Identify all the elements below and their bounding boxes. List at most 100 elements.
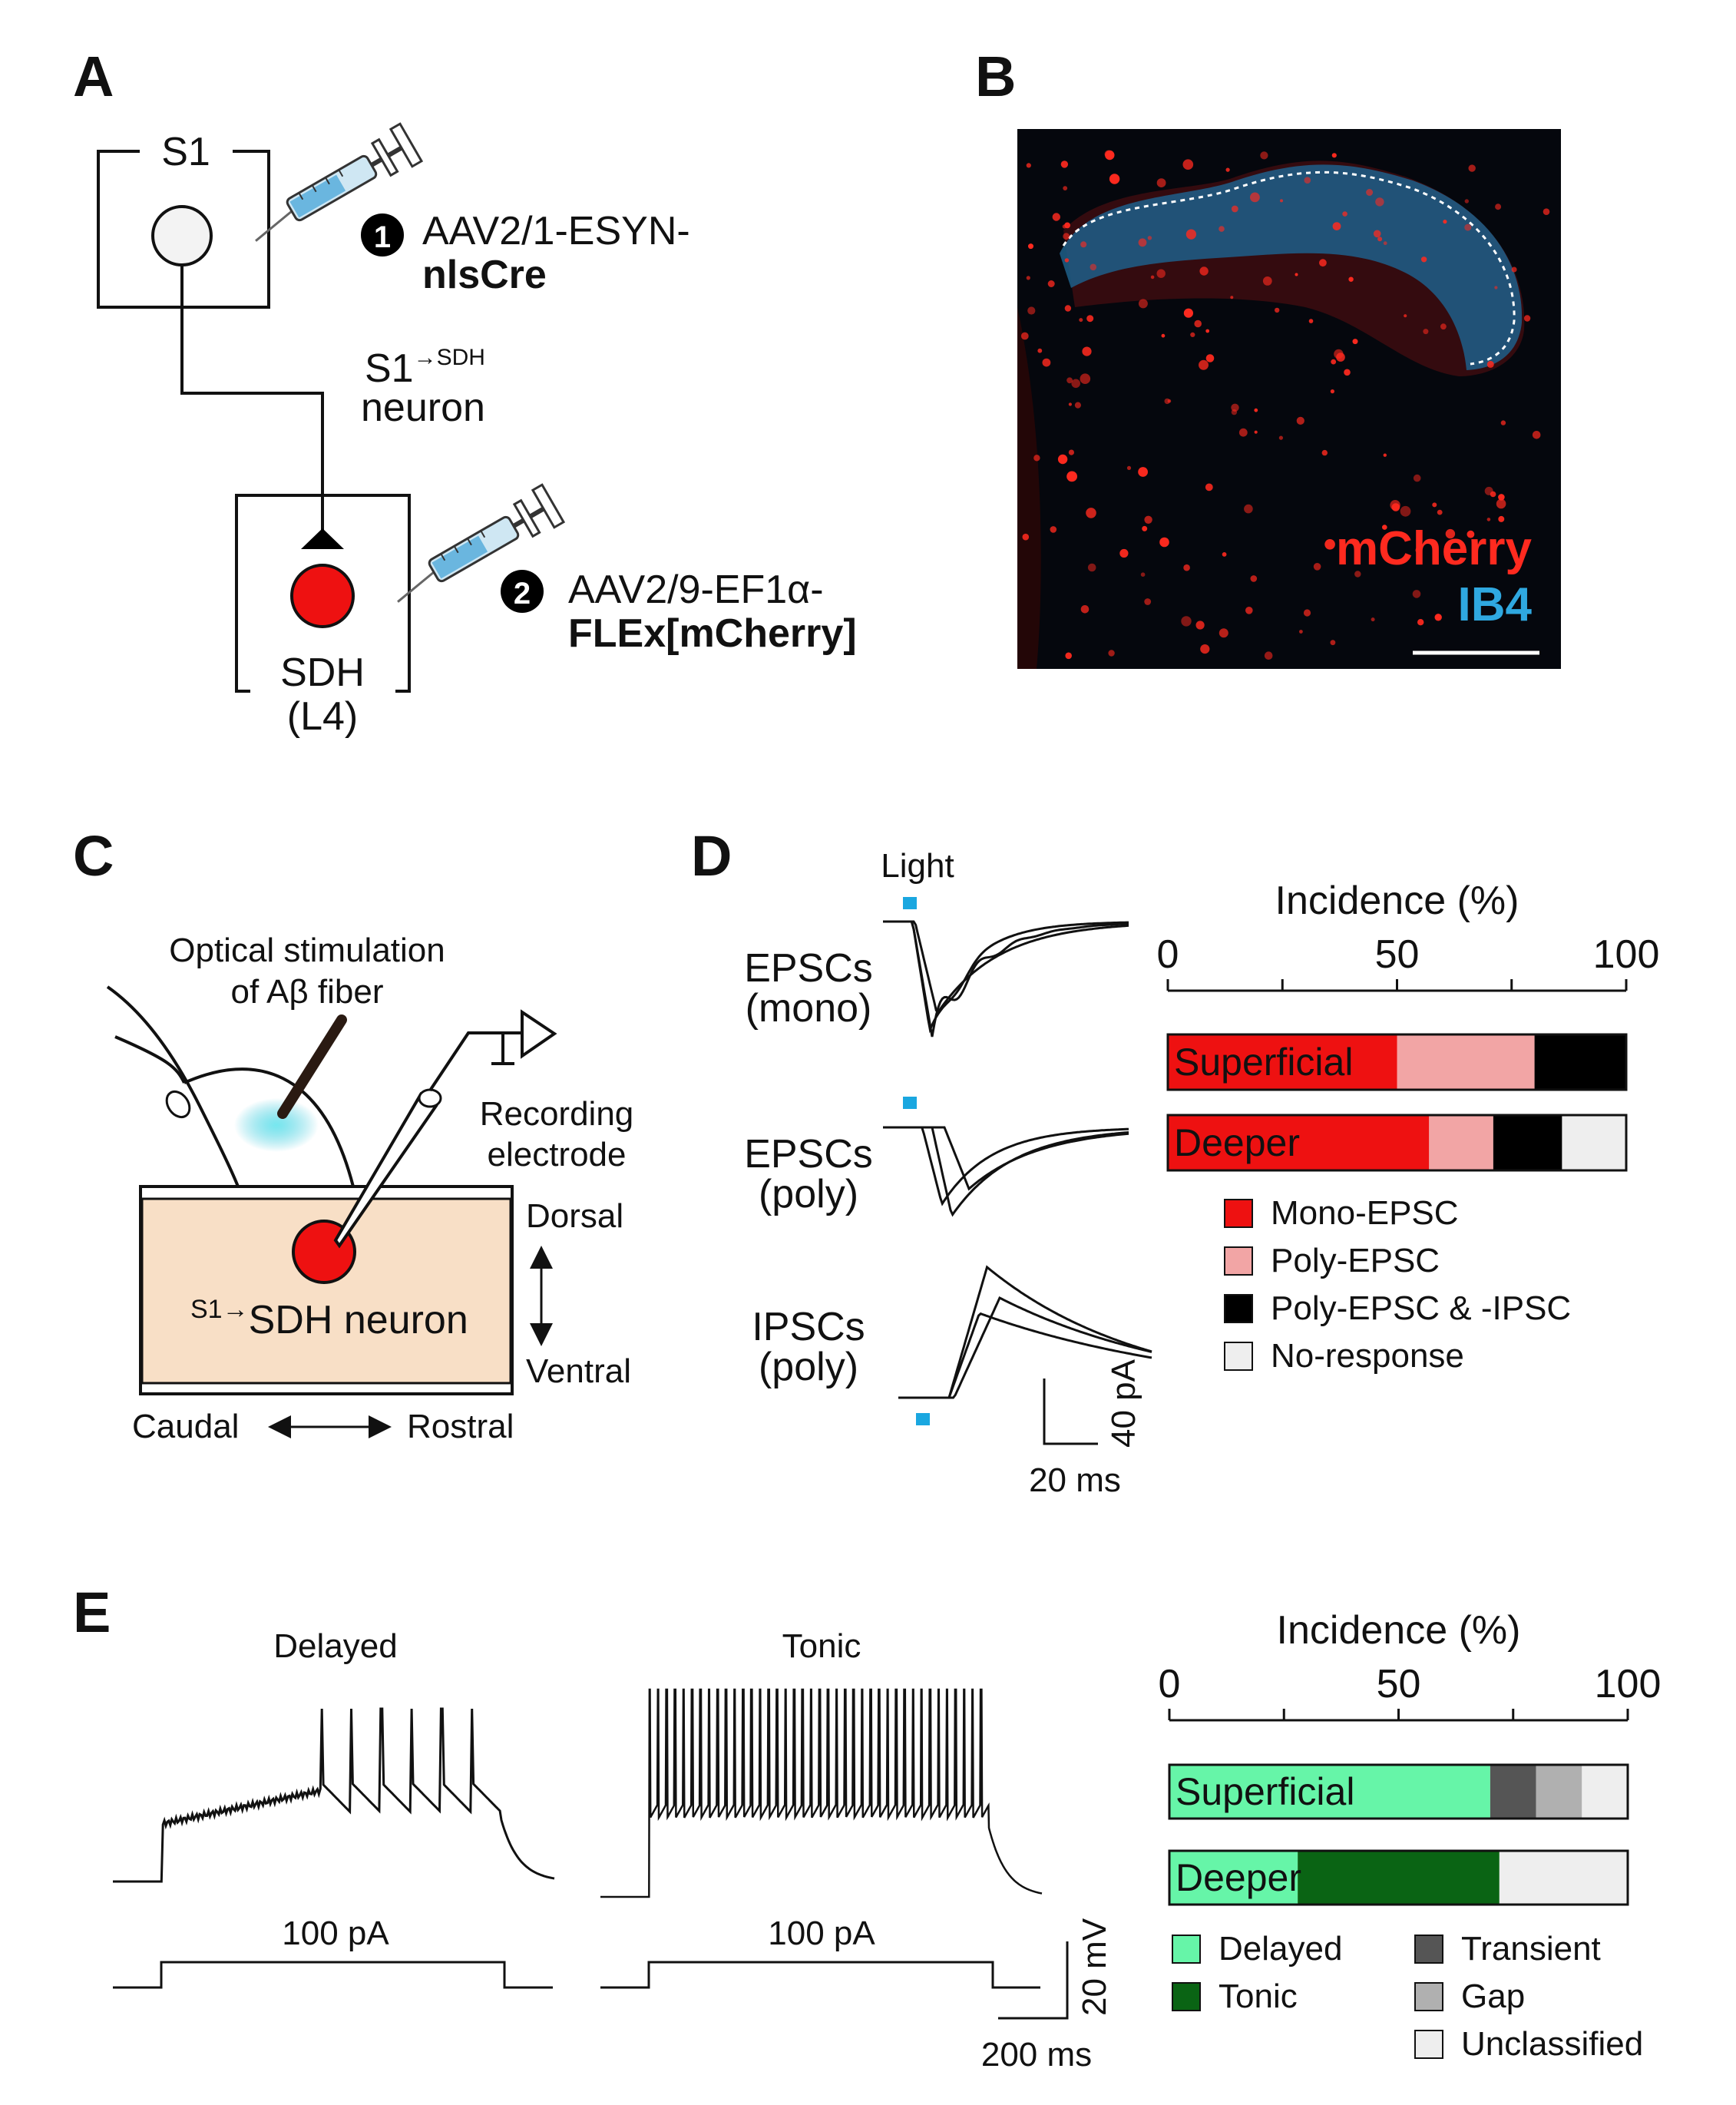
bar-segment (1493, 1115, 1562, 1170)
mcherry-cell (1250, 575, 1258, 582)
mcherry-cell (1254, 430, 1258, 434)
mcherry-cell (1086, 315, 1094, 323)
epsc-mono-trace (883, 920, 1129, 1014)
legend-swatch (1172, 1935, 1201, 1964)
legend-label: Poly-EPSC & -IPSC (1271, 1289, 1571, 1327)
mcherry-cell (1028, 243, 1033, 250)
mcherry-cell (1486, 360, 1494, 368)
mcherry-cell (1445, 528, 1456, 539)
mcherry-cell (1199, 266, 1209, 276)
legend-label: Gap (1461, 1978, 1525, 2015)
legend-swatch (1224, 1294, 1253, 1323)
bar-segment (1536, 1765, 1582, 1819)
mcherry-cell (1082, 346, 1092, 356)
e-scale-x: 200 ms (981, 2036, 1092, 2074)
mcherry-cell (1280, 199, 1283, 203)
mcherry-cell (1262, 276, 1272, 286)
mcherry-cell (1138, 299, 1148, 309)
tonic-firing-trace (600, 1688, 1043, 1898)
bar-outline (1168, 1763, 1629, 1820)
mcherry-cell (1494, 286, 1498, 290)
mcherry-cell (1052, 213, 1061, 221)
chart-tick-label: 0 (1159, 1662, 1181, 1706)
mcherry-cell (1219, 226, 1225, 232)
bar-segment (1499, 1851, 1628, 1905)
mcherry-cell (1404, 314, 1407, 318)
mcherry-cell (1071, 379, 1080, 389)
legend-swatch (1414, 2030, 1443, 2059)
light-pulse-2 (903, 1097, 917, 1109)
optical-fiber-icon (277, 1014, 347, 1119)
mcherry-cell (1373, 230, 1381, 238)
mcherry-cell (1532, 431, 1541, 439)
step-protocol-tonic (600, 1961, 1040, 1989)
light-glow (234, 1098, 319, 1152)
mcherry-cell (1366, 189, 1374, 196)
bar-category-label: Superficial (1174, 1041, 1353, 1084)
bar-outline (1168, 1849, 1629, 1906)
ipsc-poly-label-2: (poly) (759, 1345, 858, 1389)
chart-title: Incidence (%) (1277, 1608, 1521, 1653)
legend-mcherry: mCherry (1336, 522, 1533, 575)
stim-label-line-1: Optical stimulation (169, 932, 445, 969)
legend-label: Tonic (1219, 1978, 1298, 2015)
panel-b: B mCherry IB4 (975, 45, 1561, 669)
mcherry-cell (1371, 617, 1375, 622)
ipsc-poly-label-1: IPSCs (752, 1305, 865, 1349)
mcherry-cell (1105, 150, 1115, 161)
recording-label-line-1: Recording (480, 1095, 634, 1133)
stim-label-line-2: of Aβ fiber (231, 973, 384, 1011)
mcherry-cell (1181, 616, 1192, 627)
mcherry-cell (1164, 398, 1170, 405)
sdh-box (235, 494, 411, 693)
legend-swatch (1414, 1935, 1443, 1964)
mcherry-cell (1319, 259, 1327, 267)
d-scale-y: 40 pA (1105, 1359, 1142, 1448)
mcherry-cell (1140, 572, 1146, 577)
mcherry-cell (1205, 483, 1213, 491)
chart-title: Incidence (%) (1275, 879, 1519, 923)
panel-c-label: C (73, 824, 114, 888)
bar-segment (1298, 1851, 1500, 1905)
mcherry-cell (1464, 199, 1470, 204)
step-label-tonic: 100 pA (768, 1915, 875, 1952)
mcherry-cell (1245, 607, 1253, 614)
bar-category-label: Deeper (1174, 1121, 1300, 1164)
epsc-mono-label-2: (mono) (746, 986, 872, 1031)
mcherry-cell (1156, 178, 1166, 188)
mcherry-cell (1417, 619, 1424, 626)
mcherry-cell (1033, 455, 1040, 462)
mcherry-cell (1496, 498, 1506, 509)
mcherry-cell (1190, 332, 1195, 337)
mcherry-cell (1304, 177, 1311, 184)
mcherry-cell (1523, 315, 1531, 322)
toe-icon (165, 1090, 191, 1119)
mcherry-cell (1313, 563, 1321, 571)
mcherry-cell (1412, 590, 1421, 598)
mcherry-cell (1119, 548, 1129, 558)
d-scale-bar (1043, 1379, 1098, 1445)
caudal-label: Caudal (132, 1408, 239, 1445)
mcherry-cell (1495, 204, 1502, 210)
panel-a: A S1 1 AAV2/1-ESYN- nlsCre S1→SDH neuron… (73, 45, 857, 739)
mcherry-cell (1308, 319, 1314, 323)
mcherry-cell (1060, 161, 1069, 168)
mcherry-cell (1079, 318, 1083, 323)
legend-swatch (1414, 1982, 1443, 2011)
ipsc-poly-trace (898, 1312, 1152, 1399)
mcherry-cell (1434, 614, 1442, 621)
step-protocol-delayed (113, 1961, 553, 1989)
mcherry-cell (1062, 224, 1067, 229)
bar-category-label: Superficial (1176, 1770, 1354, 1813)
legend-label: Delayed (1219, 1930, 1342, 1968)
delayed-title: Delayed (273, 1627, 397, 1665)
recording-label-line-2: electrode (487, 1136, 626, 1173)
mcherry-cell (1415, 546, 1423, 554)
mcherry-cell (1144, 515, 1152, 524)
legend-label: No-response (1271, 1337, 1464, 1375)
mcherry-cell (1420, 257, 1427, 263)
mcherry-cell (1296, 416, 1304, 425)
virus-1-line-1: AAV2/1-ESYN- (422, 209, 690, 253)
mcherry-cell (1020, 332, 1029, 340)
